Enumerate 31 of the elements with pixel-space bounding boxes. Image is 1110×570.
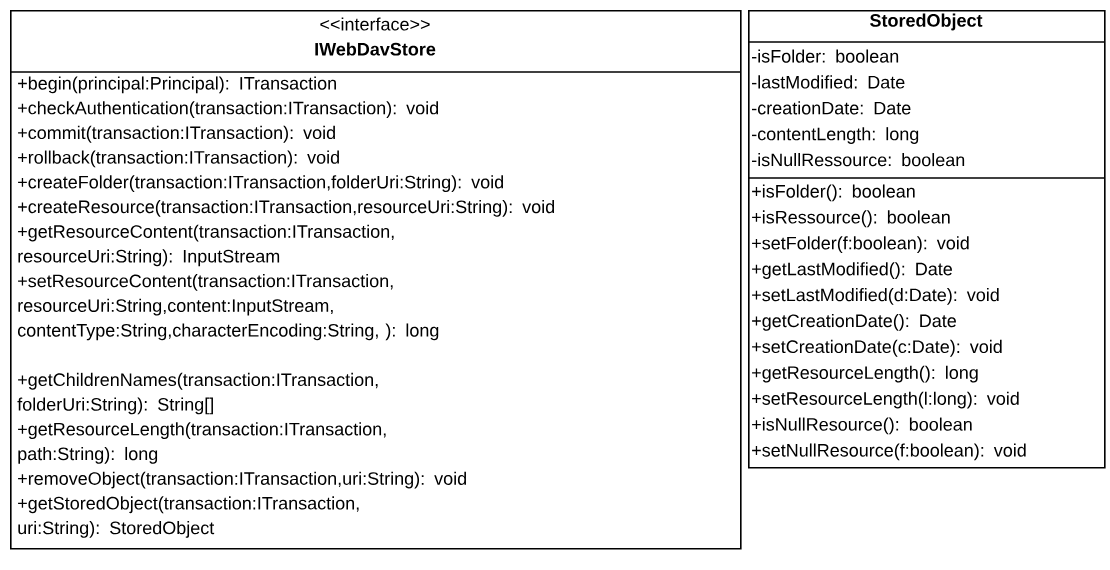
method-text: +setLastModified(d:Date): void bbox=[752, 288, 999, 305]
method-text: +getCreationDate(): Date bbox=[752, 313, 956, 331]
method-text: +getResourceLength(): long bbox=[752, 365, 978, 383]
class-name: StoredObject bbox=[870, 13, 983, 31]
method-text: +createFolder(transaction:ITransaction,folderUri:String): void bbox=[18, 175, 503, 193]
method-text: +begin(principal:Principal): ITransaction bbox=[18, 76, 336, 94]
method-text: +getStoredObject(transaction:ITransaction, uri:String): StoredObject bbox=[18, 496, 359, 538]
attribute-text: -lastModified: Date bbox=[752, 75, 905, 89]
method-text: +getResourceContent(transaction:ITransaction, resourceUri:String): InputStream bbox=[18, 224, 394, 267]
method-text: +setResourceContent(transaction:ITransaction, resourceUri:String,content:InputStream, contentType:String,characterEncoding:String, ): long bbox=[17, 274, 439, 341]
stereotype-label: <<interface>> bbox=[320, 17, 430, 31]
method-text: +isNullResource(): boolean bbox=[752, 417, 972, 435]
method-text: +getChildrenNames(transaction:ITransaction, folderUri:String): String[] bbox=[17, 372, 378, 415]
method-text: +isFolder(): boolean bbox=[752, 184, 915, 202]
attribute-text: -contentLength: long bbox=[752, 127, 919, 144]
method-text: +getLastModified(): Date bbox=[752, 262, 952, 279]
method-text: +setResourceLength(l:long): void bbox=[752, 391, 1019, 409]
method-text: +setNullResource(f:boolean): void bbox=[752, 443, 1026, 461]
class-name: IWebDavStore bbox=[315, 42, 436, 56]
attribute-text: -isNullRessource: boolean bbox=[752, 153, 965, 167]
method-text: +checkAuthentication(transaction:ITransaction): void bbox=[18, 101, 439, 118]
method-text: +commit(transaction:ITransaction): void bbox=[18, 125, 335, 143]
attribute-text: -isFolder: boolean bbox=[752, 49, 899, 63]
attribute-text: -creationDate: Date bbox=[752, 101, 911, 115]
method-text: +createResource(transaction:ITransaction,resourceUri:String): void bbox=[18, 199, 554, 217]
method-text: +rollback(transaction:ITransaction): void bbox=[18, 150, 339, 168]
method-text: +setFolder(f:boolean): void bbox=[752, 236, 969, 254]
method-text: +getResourceLength(transaction:ITransaction, path:String): long bbox=[18, 422, 386, 464]
method-text: +isRessource(): boolean bbox=[752, 210, 950, 228]
method-text: +removeObject(transaction:ITransaction,uri:String): void bbox=[18, 471, 466, 489]
method-text: +setCreationDate(c:Date): void bbox=[752, 339, 1002, 357]
